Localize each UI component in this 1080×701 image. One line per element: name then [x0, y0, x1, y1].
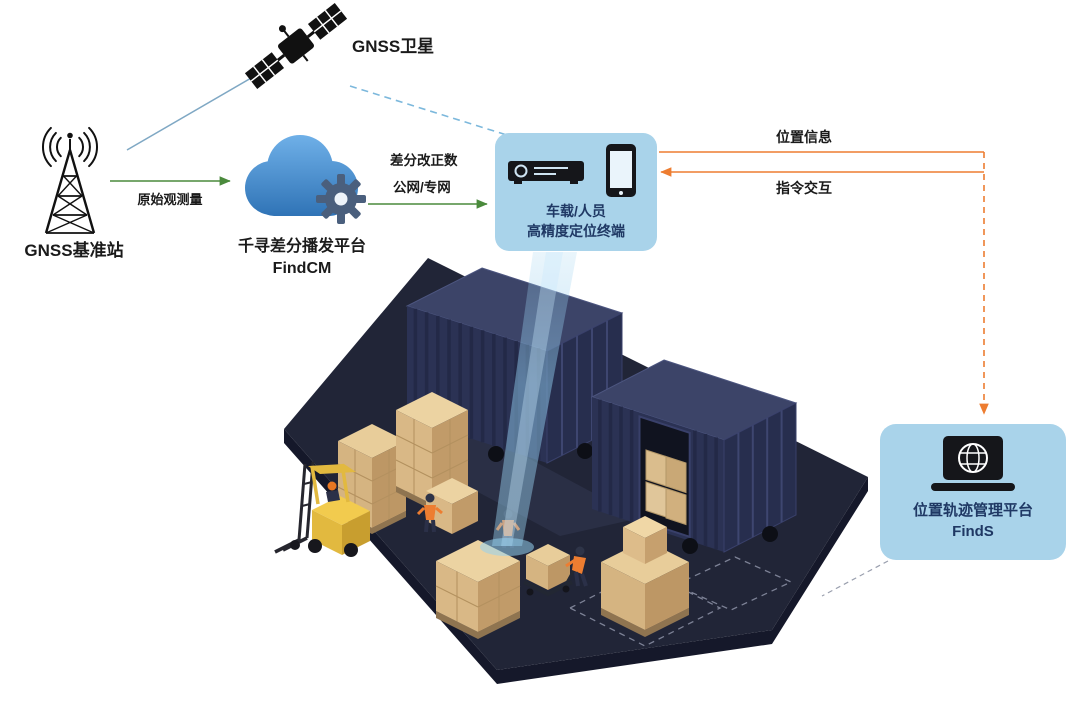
command-label: 指令交互 [776, 180, 832, 196]
vehicle-receiver-icon [508, 161, 584, 184]
cloud-platform-label: 千寻差分播发平台 FindCM [222, 236, 382, 279]
base-station-label: GNSS基准站 [24, 241, 124, 260]
pallet-jack [523, 544, 579, 597]
container-right [590, 359, 798, 554]
raw-observation-label: 原始观测量 [137, 192, 203, 207]
gear-icon [316, 174, 366, 224]
parking-marking [673, 556, 793, 611]
terminal-node: 车载/人员 高精度定位终端 [495, 133, 657, 251]
link-satellite-terminal-dashed [349, 85, 511, 137]
positioning-beam [480, 252, 577, 556]
pallet-front-right [601, 516, 689, 637]
forklift [274, 461, 370, 557]
terminal-icons [508, 144, 636, 197]
finds-name: FindS [952, 523, 994, 540]
satellite-label: GNSS卫星 [352, 37, 435, 56]
worker-3 [565, 546, 588, 587]
smartphone-icon [606, 144, 636, 197]
cloud-name-text: FindCM [272, 259, 332, 277]
link-finds-warehouse [821, 560, 889, 597]
cloud-label-text: 千寻差分播发平台 [237, 238, 366, 255]
correction-label-line2: 公网/专网 [393, 180, 451, 195]
finds-platform-node: 位置轨迹管理平台 FindS [880, 424, 1066, 560]
pallet-stack-tall [395, 392, 469, 510]
gnss-satellite-icon [244, 3, 348, 89]
position-info-label: 位置信息 [776, 129, 832, 145]
laptop-globe-icon [931, 436, 1015, 491]
cloud-gear-icon [245, 135, 366, 224]
correction-label-line1: 差分改正数 [390, 153, 458, 168]
terminal-label-line1: 车载/人员 [546, 203, 606, 219]
worker-1 [416, 493, 443, 533]
terminal-label-line2: 高精度定位终端 [527, 222, 625, 239]
radio-tower-icon [41, 126, 99, 234]
link-satellite-basestation [126, 73, 259, 151]
finds-label: 位置轨迹管理平台 [912, 502, 1033, 519]
warehouse-illustration [274, 252, 868, 684]
pallet-front-left [435, 540, 521, 639]
